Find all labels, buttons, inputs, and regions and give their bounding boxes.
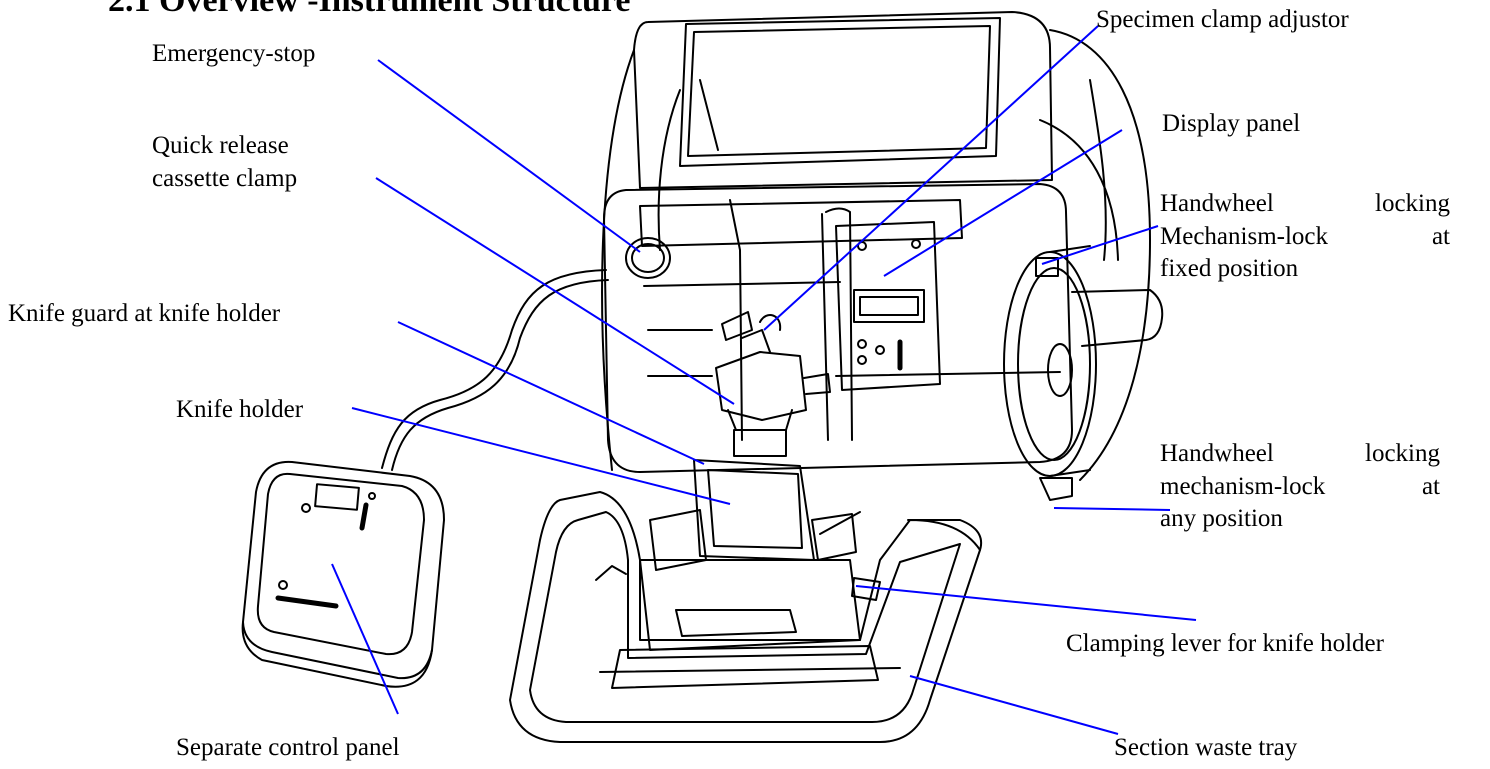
label-knife-holder: Knife holder <box>176 396 304 423</box>
leader-lines <box>331 25 1197 735</box>
label-knife-guard: Knife guard at knife holder <box>8 300 281 327</box>
label-handwheel-any: Handwheel locking mechanism-lock at any … <box>1160 438 1440 536</box>
separate-control-panel-drawing <box>241 269 609 688</box>
leader-knife-guard <box>397 321 705 465</box>
leader-specimen-clamp <box>763 25 1099 331</box>
label-clamping-lever: Clamping lever for knife holder <box>1066 630 1384 657</box>
label-specimen-clamp-adjustor: Specimen clamp adjustor <box>1096 6 1349 33</box>
label-handwheel-any-line3: any position <box>1160 505 1283 532</box>
leader-handwheel-fixed <box>1041 225 1159 265</box>
label-handwheel-any-line2: mechanism-lock at <box>1160 472 1440 500</box>
label-emergency-stop: Emergency-stop <box>152 40 316 67</box>
label-handwheel-fixed-line3: fixed position <box>1160 255 1299 282</box>
leader-display-panel <box>883 129 1123 277</box>
label-quick-release-line1: Quick release <box>152 132 289 159</box>
label-display-panel: Display panel <box>1162 110 1301 137</box>
label-quick-release-line2: cassette clamp <box>152 164 298 192</box>
leader-quick-release <box>375 177 735 405</box>
label-handwheel-any-line1: Handwheel locking <box>1160 440 1440 467</box>
section-heading: 2.1 Overview -Instrument Structure <box>108 0 631 19</box>
leader-clamping-lever <box>855 585 1197 621</box>
leader-knife-holder <box>351 407 731 505</box>
label-handwheel-fixed: Handwheel locking Mechanism-lock at fixe… <box>1160 188 1450 286</box>
leader-emergency-stop <box>377 59 641 253</box>
leader-handwheel-any <box>1053 507 1171 511</box>
label-separate-control-panel: Separate control panel <box>176 734 400 761</box>
leader-separate-panel <box>331 563 399 715</box>
leader-waste-tray <box>909 675 1119 735</box>
label-handwheel-fixed-line1: Handwheel locking <box>1160 190 1450 217</box>
label-quick-release-clamp: Quick release cassette clamp <box>152 130 297 195</box>
label-section-waste-tray: Section waste tray <box>1114 734 1298 761</box>
label-handwheel-fixed-line2: Mechanism-lock at <box>1160 222 1450 250</box>
microtome-body-drawing <box>509 11 1164 743</box>
